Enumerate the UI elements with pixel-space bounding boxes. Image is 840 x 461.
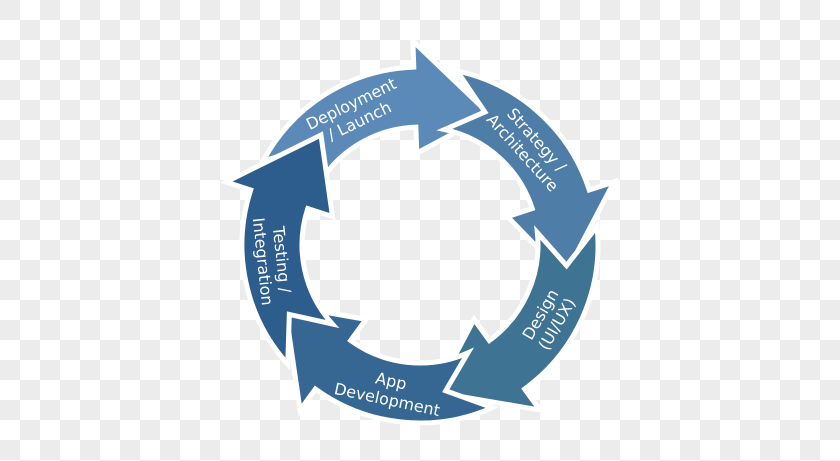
arrow-design xyxy=(431,219,601,414)
arrow-testing xyxy=(219,131,340,371)
arrow-app-development xyxy=(281,302,500,426)
arrow-strategy xyxy=(436,67,620,280)
